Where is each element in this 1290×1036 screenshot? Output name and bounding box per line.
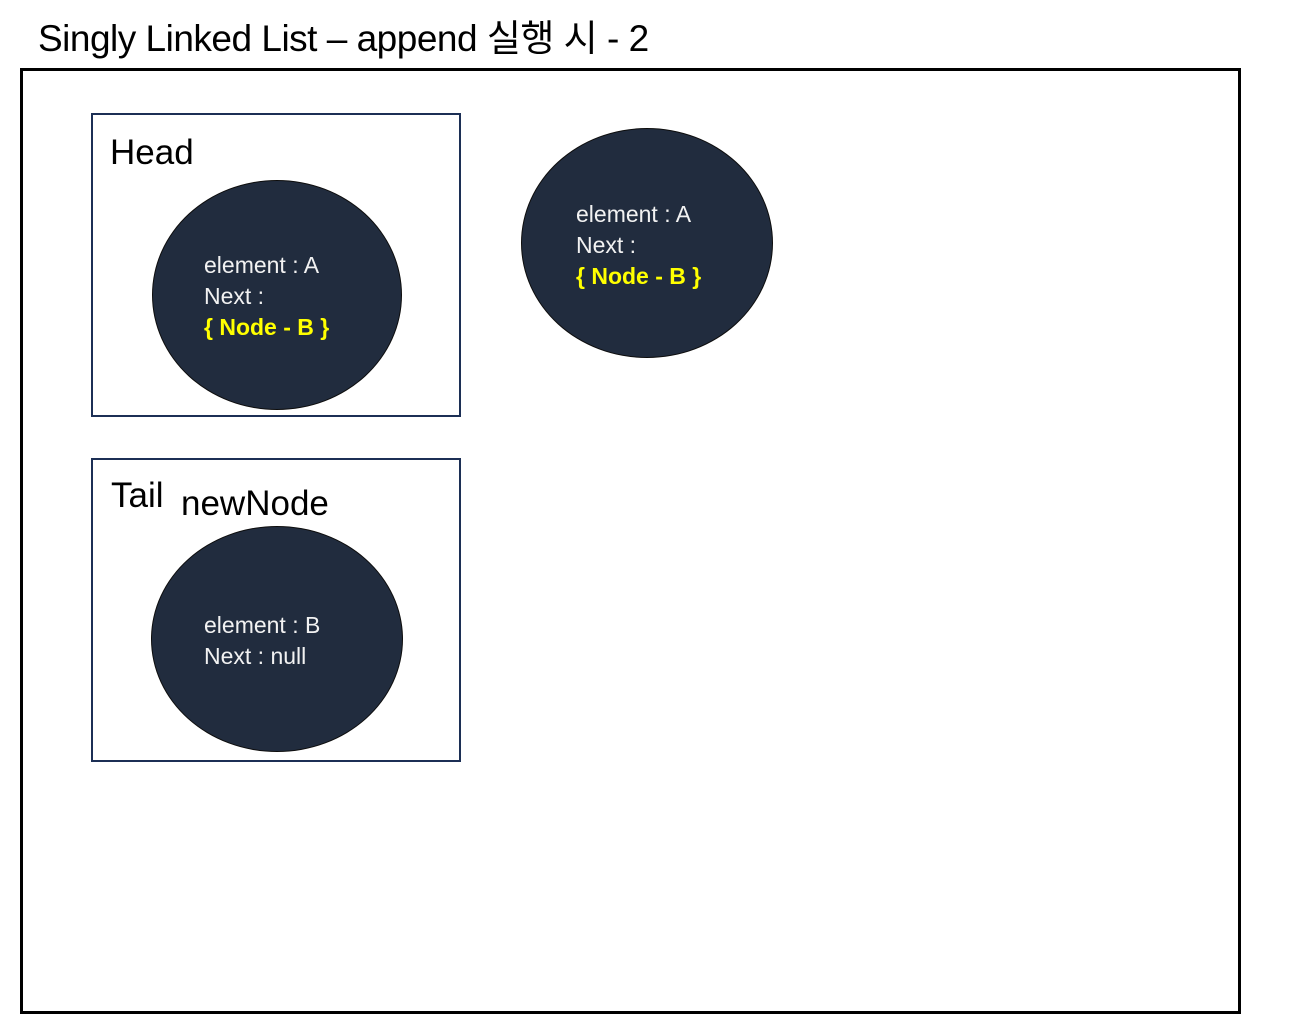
tail-label: Tail <box>111 476 164 515</box>
detached-node-circle: element : A Next : { Node - B } <box>521 128 773 358</box>
head-node-text: element : A Next : { Node - B } <box>204 250 329 343</box>
tail-box: Tail newNode element : B Next : null <box>91 458 461 762</box>
tail-node-text: element : B Next : null <box>204 610 320 672</box>
tail-node-circle: element : B Next : null <box>151 526 403 752</box>
newnode-label: newNode <box>181 484 329 523</box>
tail-node-next-line: Next : null <box>204 643 307 669</box>
head-node-pointer-line: { Node - B } <box>204 314 330 340</box>
detached-node-element-line: element : A <box>576 201 692 227</box>
head-box: Head element : A Next : { Node - B } <box>91 113 461 417</box>
head-label: Head <box>110 133 194 172</box>
slide-title: Singly Linked List – append 실행 시 - 2 <box>38 18 649 59</box>
diagram-frame: Head element : A Next : { Node - B } ele… <box>20 68 1241 1014</box>
head-node-circle: element : A Next : { Node - B } <box>152 180 402 410</box>
head-node-next-line: Next : <box>204 283 265 309</box>
head-node-element-line: element : A <box>204 252 320 278</box>
detached-node-next-line: Next : <box>576 232 637 258</box>
tail-node-element-line: element : B <box>204 612 321 638</box>
detached-node-text: element : A Next : { Node - B } <box>576 199 701 292</box>
detached-node-pointer-line: { Node - B } <box>576 263 702 289</box>
